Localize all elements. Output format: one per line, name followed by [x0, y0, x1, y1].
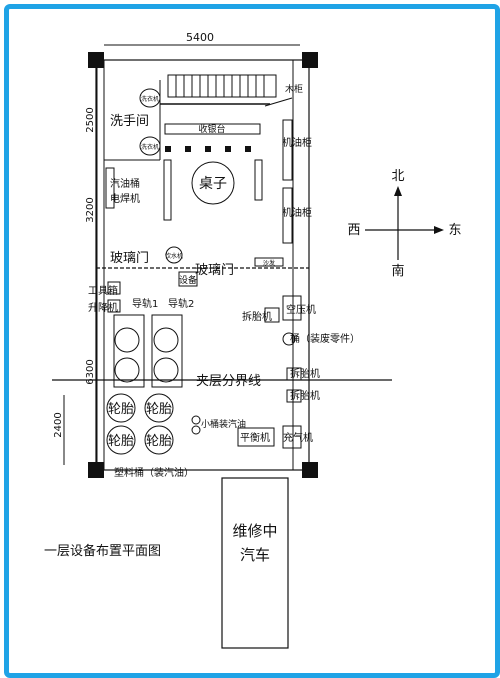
- table-circle: [191, 161, 235, 205]
- tire-remover-2-label: 拆胎机: [290, 367, 320, 380]
- lift-rect: [107, 299, 121, 313]
- washer-2-icon: [139, 136, 161, 156]
- rail-1: [113, 314, 145, 388]
- chair-2: [185, 146, 191, 152]
- sofa-label: 沙发: [263, 259, 275, 267]
- staircase: [160, 74, 277, 105]
- inflator-label: 充气机: [283, 431, 313, 444]
- washer-1-icon: [139, 88, 161, 108]
- column-tl: [88, 52, 104, 68]
- device-label: 设备: [179, 274, 197, 286]
- chair-3: [205, 146, 211, 152]
- tire-remover-1-label: 拆胎机: [242, 310, 272, 323]
- washer-1-label: 洗衣机: [141, 95, 159, 103]
- counter-label: 收银台: [198, 123, 225, 135]
- tire-1-circle: [106, 393, 136, 423]
- page-frame: [4, 4, 500, 678]
- glass-door-left-label: 玻璃门: [110, 251, 149, 266]
- compass: 北 南 东 西: [347, 169, 461, 279]
- compass-west: 西: [347, 223, 360, 238]
- sofa-rect: [254, 257, 284, 267]
- washroom-label: 洗手间: [110, 114, 149, 129]
- dimension-2500: 2500: [85, 107, 96, 132]
- tire-2-circle: [144, 393, 174, 423]
- welder-rect: [105, 167, 115, 209]
- tire-4-circle: [144, 425, 174, 455]
- rail-wheel-2: [114, 357, 140, 383]
- rail-2-label: 导轨2: [168, 297, 194, 310]
- washer-2-label: 洗衣机: [141, 143, 159, 151]
- column-tr: [302, 52, 318, 68]
- tire-4-label: 轮胎: [146, 434, 172, 449]
- column-bl: [88, 462, 104, 478]
- car-label-line2: 汽车: [240, 546, 270, 564]
- rail-wheel-1: [114, 327, 140, 353]
- water-dispenser-icon: [165, 246, 183, 264]
- tool-box-rect: [107, 281, 121, 295]
- counter-rect: [164, 123, 261, 135]
- cabinet-arrow: [264, 97, 293, 107]
- dimension-6300: 6300: [85, 359, 96, 384]
- rail-wheel-3: [153, 327, 179, 353]
- lift-label: 升降机: [88, 301, 118, 314]
- oil-cabinet-1-label: 机油柜: [282, 136, 312, 149]
- dimension-2400: 2400: [53, 412, 64, 437]
- scrap-bucket-label: 桶（装废零件）: [290, 332, 360, 345]
- oil-cabinet-1: [282, 119, 293, 181]
- oil-cabinet-2: [282, 187, 293, 244]
- cabinet-label: 木柜: [285, 83, 303, 95]
- building-outline: [95, 59, 310, 471]
- oil-cabinet-2-label: 机油柜: [282, 206, 312, 219]
- compass-east: 东: [448, 223, 461, 238]
- table-label: 桌子: [199, 176, 227, 192]
- scrap-bucket-icon: [282, 332, 296, 346]
- welder-label: 电焊机: [110, 192, 140, 205]
- air-compressor-label: 空压机: [286, 303, 316, 316]
- tire-1-label: 轮胎: [108, 402, 134, 417]
- chair-4: [225, 146, 231, 152]
- tire-remover-3-rect: [286, 389, 302, 403]
- car-under-repair: [221, 477, 289, 649]
- small-drum-icon-2: [191, 425, 201, 435]
- small-drum-label: 小桶装汽油: [201, 418, 246, 430]
- chair-5: [245, 146, 251, 152]
- column-br: [302, 462, 318, 478]
- width-dimension-label: 5400: [186, 31, 214, 44]
- tire-3-circle: [106, 425, 136, 455]
- compass-north: 北: [391, 169, 404, 184]
- side-bench: [163, 159, 172, 221]
- tire-remover-3-label: 拆胎机: [290, 389, 320, 402]
- rail-1-label: 导轨1: [132, 297, 158, 310]
- rail-2: [151, 314, 183, 388]
- glass-door-right-label: 玻璃门: [195, 263, 234, 278]
- oil-drum-label: 汽油桶: [110, 177, 140, 190]
- car-label-line1: 维修中: [232, 522, 277, 540]
- inflator-rect: [282, 425, 302, 449]
- balancer-label: 平衡机: [240, 431, 270, 444]
- tire-3-label: 轮胎: [108, 434, 134, 449]
- small-drum-icon-1: [191, 415, 201, 425]
- air-compressor-rect: [282, 295, 302, 321]
- mezzanine-label: 夹层分界线: [196, 374, 261, 389]
- tire-remover-2-rect: [286, 367, 302, 381]
- dimension-3200: 3200: [85, 197, 96, 222]
- device-rect: [178, 271, 198, 287]
- balancer-rect: [237, 427, 275, 447]
- plastic-drum-label: 塑料桶（装汽油）: [114, 466, 194, 479]
- tool-box-label: 工具箱: [88, 284, 118, 297]
- side-bench-right: [254, 159, 263, 201]
- chair-1: [165, 146, 171, 152]
- tire-2-label: 轮胎: [146, 402, 172, 417]
- compass-south: 南: [391, 263, 404, 279]
- water-dispenser-label: 饮水机: [165, 252, 183, 260]
- rail-wheel-4: [153, 357, 179, 383]
- tire-remover-1-rect: [264, 307, 280, 323]
- plan-title: 一层设备布置平面图: [44, 543, 161, 559]
